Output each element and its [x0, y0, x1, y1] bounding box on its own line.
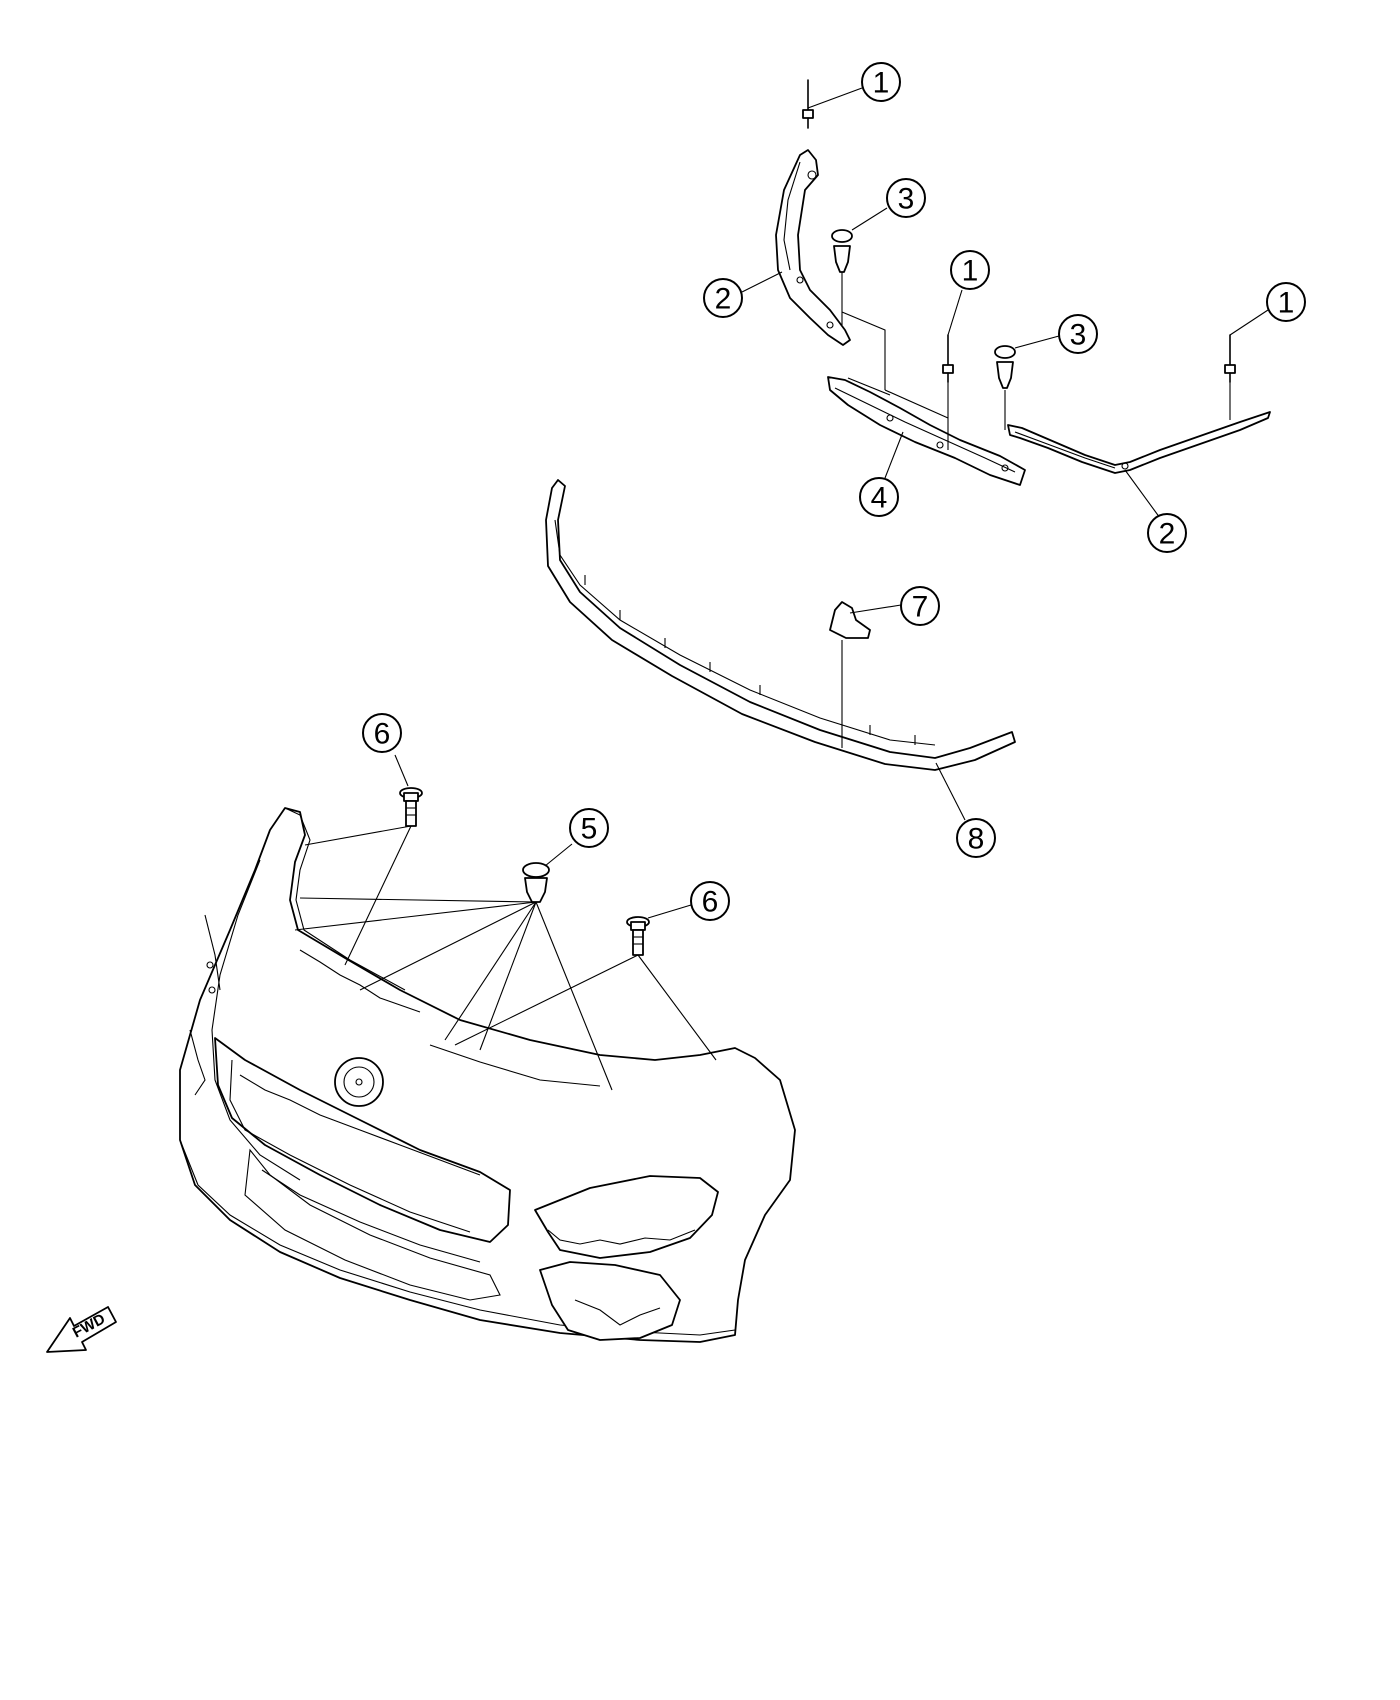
svg-text:4: 4 — [871, 482, 888, 515]
clip-3b — [994, 345, 1016, 430]
svg-text:1: 1 — [873, 67, 890, 100]
callout-3-upper: 3 — [851, 178, 926, 231]
bumper-reinforcement-bar — [827, 376, 1026, 486]
svg-text:1: 1 — [962, 255, 979, 288]
svg-text:2: 2 — [715, 283, 732, 316]
bolt-1c — [1224, 334, 1236, 420]
callout-3-lower: 3 — [1014, 314, 1098, 354]
callout-1-right: 1 — [1229, 282, 1306, 336]
screw-6b — [626, 916, 650, 956]
svg-text:7: 7 — [912, 591, 929, 624]
callout-6-left: 6 — [362, 713, 409, 787]
bolt-1b — [942, 334, 954, 450]
fascia-guide-lines — [294, 825, 717, 1091]
svg-text:1: 1 — [1278, 287, 1295, 320]
upper-guide-lines — [841, 311, 949, 419]
left-side-bracket — [775, 149, 851, 346]
screw-6a — [399, 787, 423, 827]
callout-8: 8 — [935, 762, 996, 858]
right-side-bracket — [1007, 411, 1271, 474]
svg-text:6: 6 — [702, 886, 719, 919]
clip-3a — [831, 229, 853, 325]
callout-1-middle: 1 — [947, 250, 990, 336]
callout-5: 5 — [544, 808, 609, 867]
retainer-7 — [829, 601, 871, 748]
svg-text:2: 2 — [1159, 518, 1176, 551]
bolt-1a — [802, 79, 814, 129]
callout-7: 7 — [849, 586, 940, 626]
svg-text:6: 6 — [374, 718, 391, 751]
svg-text:8: 8 — [968, 823, 985, 856]
callout-4: 4 — [859, 431, 904, 517]
callout-6-right: 6 — [647, 881, 730, 921]
forward-arrow-icon: FWD — [46, 1306, 117, 1353]
callout-2-right: 2 — [1124, 469, 1187, 553]
svg-text:3: 3 — [1070, 319, 1087, 352]
clip-5 — [522, 862, 550, 903]
callout-2-left: 2 — [703, 271, 783, 318]
callout-1-top: 1 — [807, 62, 901, 109]
upper-fascia-molding — [545, 479, 1016, 771]
svg-text:3: 3 — [898, 183, 915, 216]
svg-text:5: 5 — [581, 813, 598, 846]
front-fascia — [179, 807, 796, 1343]
